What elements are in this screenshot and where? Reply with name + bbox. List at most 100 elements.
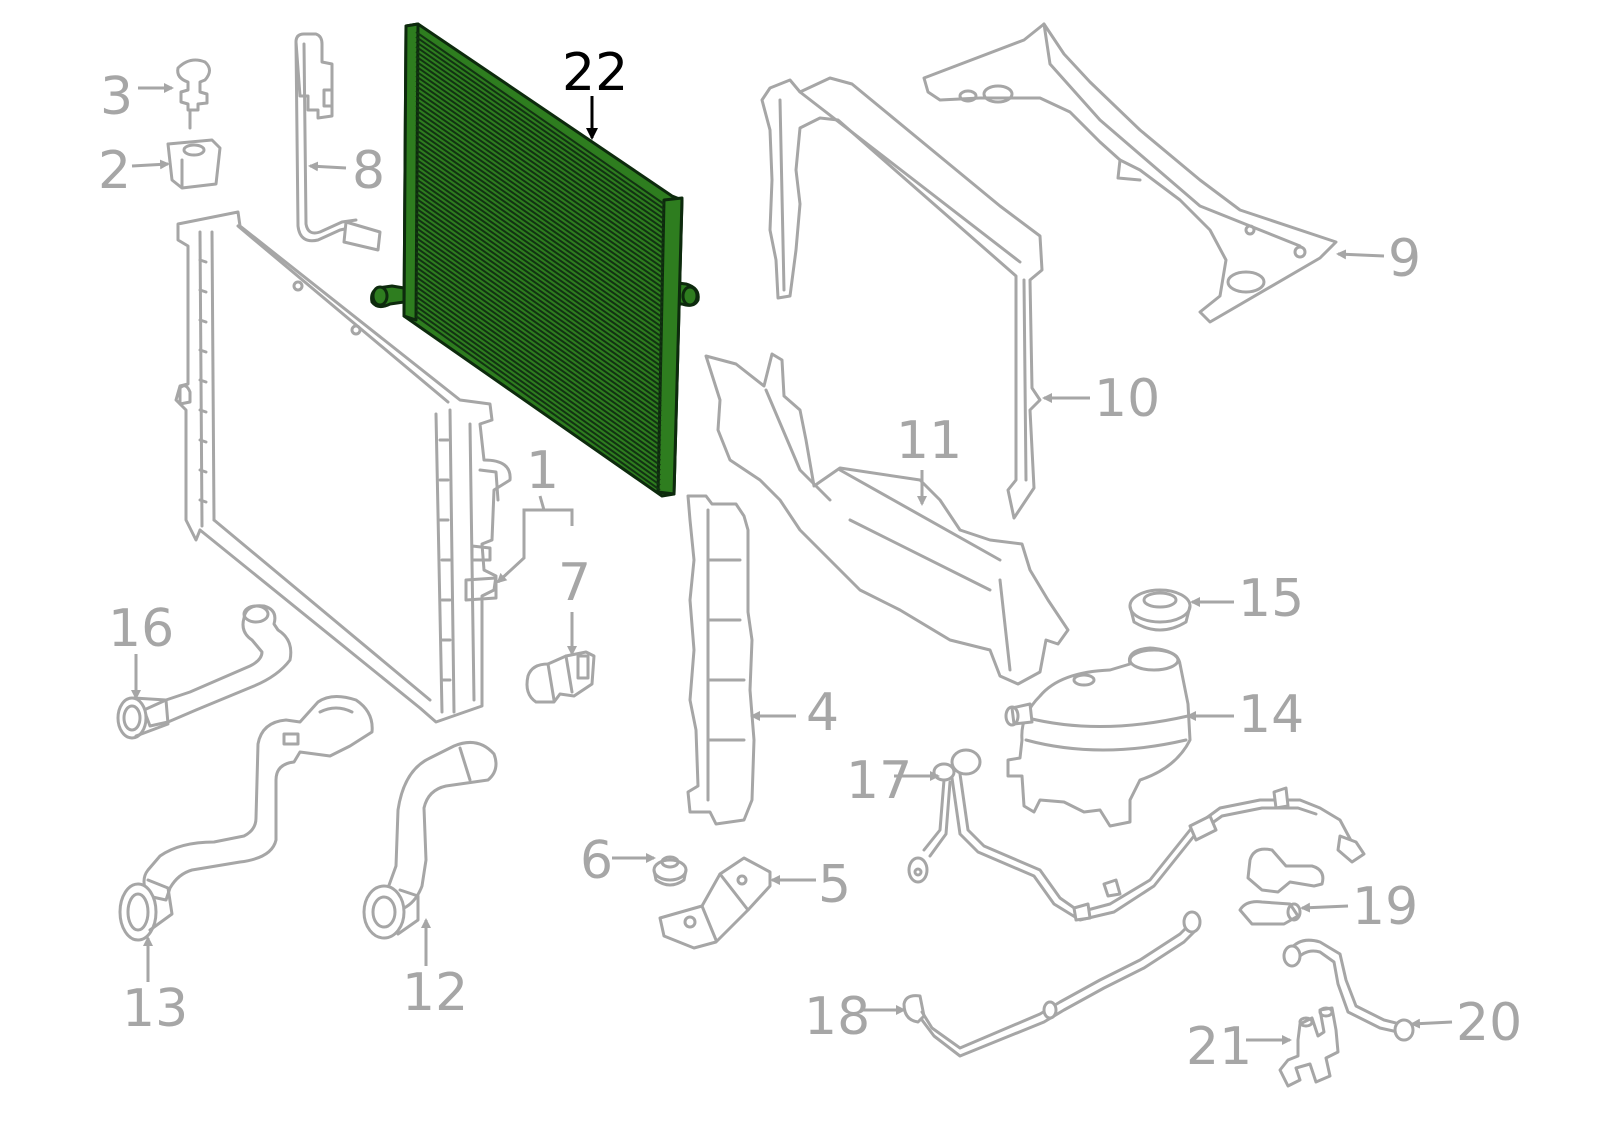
callout-1: 1 bbox=[526, 441, 559, 501]
condenser-fin-line bbox=[415, 212, 663, 388]
condenser-fin-line bbox=[415, 40, 665, 215]
condenser-fin-line bbox=[415, 89, 664, 264]
condenser-fin-line bbox=[415, 182, 663, 358]
part-10-support[interactable] bbox=[760, 76, 1044, 520]
condenser-fin-line bbox=[415, 187, 663, 363]
condenser-fin-line bbox=[415, 124, 664, 299]
condenser-fin-line bbox=[415, 70, 665, 245]
callout-16: 16 bbox=[108, 599, 174, 659]
condenser-fin-line bbox=[415, 163, 663, 338]
callout-7: 7 bbox=[558, 553, 591, 613]
callout-18: 18 bbox=[804, 987, 870, 1047]
condenser-fin-line bbox=[415, 266, 662, 442]
part-22-condenser[interactable] bbox=[370, 22, 700, 498]
part-3-clip[interactable] bbox=[176, 58, 211, 130]
condenser-fin-line bbox=[415, 153, 663, 329]
callout-21: 21 bbox=[1186, 1017, 1252, 1077]
part-2-grommet[interactable] bbox=[166, 138, 222, 190]
condenser-fin-line bbox=[415, 197, 663, 373]
part-18-pipe[interactable] bbox=[902, 910, 1202, 1058]
part-5-bracket[interactable] bbox=[658, 856, 772, 950]
callout-11: 11 bbox=[896, 411, 962, 471]
part-14-expansion-tank[interactable] bbox=[1004, 646, 1192, 828]
condenser-fin-line bbox=[415, 280, 662, 457]
part-8-sensor-harness[interactable] bbox=[294, 32, 382, 252]
callout-22: 22 bbox=[562, 43, 628, 103]
condenser-fin-line bbox=[415, 305, 661, 481]
condenser-fin-line bbox=[415, 207, 663, 383]
condenser-fin-line bbox=[415, 99, 664, 274]
condenser-fin-line bbox=[415, 251, 662, 427]
part-16-hose[interactable] bbox=[116, 604, 293, 740]
condenser-fin-line bbox=[415, 236, 662, 412]
part-9-cross-member[interactable] bbox=[922, 22, 1338, 324]
callout-8: 8 bbox=[352, 141, 385, 201]
condenser-fin-line bbox=[415, 246, 662, 422]
part-20-hose[interactable] bbox=[1282, 938, 1415, 1042]
condenser-fin-line bbox=[415, 227, 662, 403]
condenser-fin-line bbox=[415, 256, 662, 432]
condenser-fin-line bbox=[415, 85, 664, 260]
condenser-fin-line bbox=[415, 36, 665, 210]
condenser-fin-line bbox=[415, 65, 665, 240]
part-11-air-guide[interactable] bbox=[704, 352, 1070, 686]
part-17-harness[interactable] bbox=[907, 748, 1366, 922]
condenser-fin-line bbox=[415, 290, 661, 467]
leader-lines bbox=[131, 83, 1453, 1045]
part-1-radiator[interactable] bbox=[174, 210, 512, 724]
callout-6: 6 bbox=[580, 831, 613, 891]
callout-17: 17 bbox=[846, 751, 912, 811]
condenser-fin-line bbox=[415, 104, 664, 279]
condenser-fin-line bbox=[415, 231, 662, 407]
callout-3: 3 bbox=[100, 67, 133, 127]
condenser-fin-line bbox=[415, 276, 662, 452]
callout-20: 20 bbox=[1456, 993, 1522, 1053]
condenser-fin-line bbox=[415, 168, 663, 343]
callout-15: 15 bbox=[1238, 569, 1304, 629]
condenser-fin-line bbox=[415, 75, 664, 250]
condenser-fin-line bbox=[415, 222, 662, 398]
condenser-fin-line bbox=[415, 315, 661, 491]
part-6-bump-stop[interactable] bbox=[652, 855, 688, 887]
part-12-hose[interactable] bbox=[362, 740, 498, 940]
condenser-fin-line bbox=[415, 31, 665, 205]
condenser-fin-line bbox=[415, 50, 665, 225]
callout-4: 4 bbox=[806, 683, 839, 743]
condenser-fin-line bbox=[415, 192, 663, 368]
callout-10: 10 bbox=[1094, 369, 1160, 429]
condenser-fin-line bbox=[415, 300, 661, 477]
condenser-fin-line bbox=[415, 310, 661, 486]
part-7-drain-plug[interactable] bbox=[525, 650, 596, 704]
part-4-air-guide[interactable] bbox=[686, 494, 756, 826]
condenser-fin-line bbox=[415, 173, 663, 348]
callout-9: 9 bbox=[1388, 229, 1421, 289]
callout-labels: 1 2 3 4 5 6 7 8 9 10 11 12 13 14 15 16 1… bbox=[98, 43, 1522, 1077]
callout-13: 13 bbox=[122, 979, 188, 1039]
condenser-fin-line bbox=[415, 55, 665, 230]
part-13-hose[interactable] bbox=[118, 695, 374, 942]
condenser-fin-line bbox=[415, 202, 663, 378]
condenser-fin-line bbox=[415, 261, 662, 437]
condenser-fin-line bbox=[415, 217, 662, 393]
condenser-fin-line bbox=[415, 109, 664, 284]
callout-12: 12 bbox=[402, 963, 468, 1023]
condenser-fin-line bbox=[415, 45, 665, 220]
condenser-fin-line bbox=[415, 60, 665, 235]
condenser-fin-line bbox=[415, 80, 664, 255]
part-21-connector[interactable] bbox=[1278, 1006, 1340, 1088]
condenser-fin-line bbox=[415, 285, 661, 462]
condenser-fin-line bbox=[415, 129, 664, 304]
callout-2: 2 bbox=[98, 141, 131, 201]
condenser-fin-line bbox=[415, 148, 663, 324]
condenser-fin-line bbox=[415, 138, 664, 314]
condenser-fins bbox=[415, 31, 665, 491]
condenser-fin-line bbox=[415, 241, 662, 417]
part-19-hose[interactable] bbox=[1238, 847, 1325, 926]
condenser-fin-line bbox=[415, 134, 664, 309]
condenser-fin-line bbox=[415, 114, 664, 289]
condenser-fin-line bbox=[415, 271, 662, 447]
callout-5: 5 bbox=[818, 855, 851, 915]
condenser-fin-line bbox=[415, 119, 664, 294]
part-15-cap[interactable] bbox=[1128, 588, 1192, 632]
